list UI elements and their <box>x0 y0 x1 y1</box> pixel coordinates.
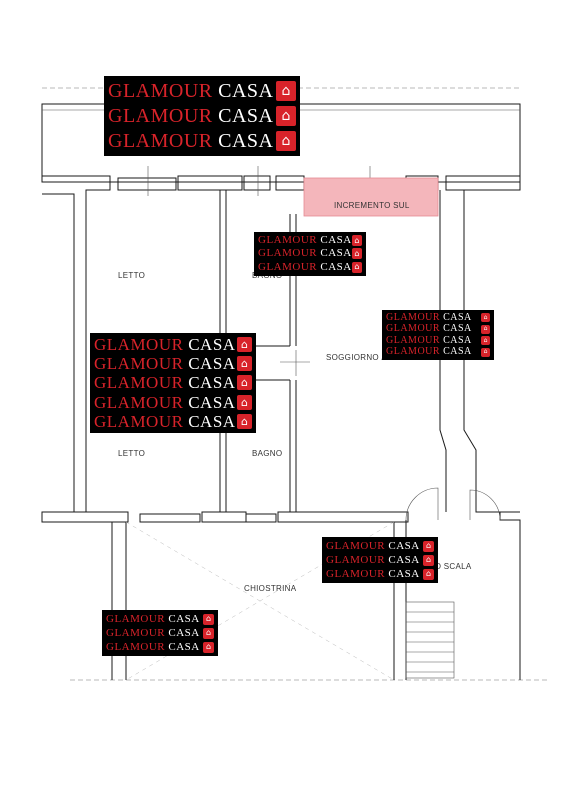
watermark-brand: GLAMOUR CASA <box>106 626 200 639</box>
house-icon: ⌂ <box>423 540 434 552</box>
watermark-brand: GLAMOUR CASA <box>108 104 274 127</box>
room-label-soggiorno: SOGGIORNO / PRANZO <box>326 353 422 362</box>
watermark-row: GLAMOUR CASA ⌂ <box>386 347 490 359</box>
wall-block-bottom-2 <box>277 511 409 523</box>
watermark-right: GLAMOUR CASA⌂GLAMOUR CASA⌂GLAMOUR CASA⌂G… <box>382 310 494 360</box>
watermark-center-top: GLAMOUR CASA⌂GLAMOUR CASA⌂GLAMOUR CASA⌂ <box>254 232 366 276</box>
house-icon: ⌂ <box>203 627 214 639</box>
watermark-bottom-left: GLAMOUR CASA⌂GLAMOUR CASA⌂GLAMOUR CASA⌂ <box>102 610 218 656</box>
watermark-brand: GLAMOUR CASA <box>258 260 352 273</box>
watermark-brand: GLAMOUR CASA <box>94 335 236 355</box>
watermark-brand: GLAMOUR CASA <box>326 567 420 580</box>
watermark-row: GLAMOUR CASA⌂ <box>326 567 434 581</box>
house-icon: ⌂ <box>276 105 296 126</box>
house-icon: ⌂ <box>276 80 296 101</box>
watermark-row: GLAMOUR CASA⌂ <box>106 640 214 654</box>
wall-block-3 <box>275 175 305 191</box>
watermark-row: GLAMOUR CASA⌂ <box>94 354 252 373</box>
watermark-brand: GLAMOUR CASA <box>108 79 274 102</box>
house-icon: ⌂ <box>351 248 362 260</box>
window-bottom-1 <box>139 513 201 523</box>
house-icon: ⌂ <box>203 641 214 653</box>
watermark-brand: GLAMOUR CASA <box>106 612 200 625</box>
window-top-1 <box>117 177 177 191</box>
watermark-row: GLAMOUR CASA⌂ <box>326 553 434 567</box>
watermark-row: GLAMOUR CASA⌂ <box>258 234 362 247</box>
watermark-brand: GLAMOUR CASA <box>258 234 352 247</box>
watermark-row: GLAMOUR CASA⌂ <box>106 626 214 640</box>
room-label-letto-top: LETTO <box>118 271 145 280</box>
watermark-brand: GLAMOUR CASA <box>106 640 200 653</box>
house-icon: ⌂ <box>276 131 296 152</box>
house-icon: ⌂ <box>237 337 252 353</box>
wall-block-5 <box>445 175 521 191</box>
watermark-row: GLAMOUR CASA⌂ <box>106 612 214 626</box>
watermark-row: GLAMOUR CASA ⌂ <box>386 335 490 347</box>
watermark-brand: GLAMOUR CASA <box>94 411 236 431</box>
watermark-brand: GLAMOUR CASA <box>108 130 274 153</box>
watermark-brand: GLAMOUR CASA <box>386 346 472 358</box>
house-icon: ⌂ <box>481 324 490 334</box>
stair-block <box>405 601 455 679</box>
watermark-row: GLAMOUR CASA⌂ <box>326 539 434 553</box>
watermark-brand: GLAMOUR CASA <box>94 392 236 412</box>
room-label-letto-bottom: LETTO <box>118 449 145 458</box>
watermark-brand: GLAMOUR CASA <box>94 373 236 393</box>
house-icon: ⌂ <box>203 613 214 625</box>
house-icon: ⌂ <box>481 336 490 346</box>
wall-block-2 <box>243 175 271 191</box>
right-wall-small <box>499 512 521 680</box>
room-label-chiostrina: CHIOSTRINA <box>244 584 297 593</box>
watermark-row: GLAMOUR CASA ⌂ <box>386 324 490 336</box>
house-icon: ⌂ <box>237 375 252 391</box>
room-label-incremento: INCREMENTO SUL <box>334 201 410 210</box>
house-icon: ⌂ <box>237 356 252 372</box>
perimeter-wall-inner <box>42 193 75 512</box>
watermark-row: GLAMOUR CASA⌂ <box>94 412 252 431</box>
watermark-row: GLAMOUR CASA⌂ <box>258 247 362 260</box>
house-icon: ⌂ <box>423 554 434 566</box>
watermark-brand: GLAMOUR CASA <box>326 553 420 566</box>
wall-block-bottom-1 <box>201 511 247 523</box>
watermark-row: GLAMOUR CASA⌂ <box>94 393 252 412</box>
watermark-brand: GLAMOUR CASA <box>326 539 420 552</box>
window-bottom-2 <box>245 513 277 523</box>
watermark-row: GLAMOUR CASA⌂ <box>94 373 252 392</box>
watermark-brand: GLAMOUR CASA <box>258 247 352 260</box>
watermark-row: GLAMOUR CASA⌂ <box>108 103 296 128</box>
stair-steps <box>406 611 454 673</box>
watermark-row: GLAMOUR CASA⌂ <box>108 78 296 103</box>
watermark-brand: GLAMOUR CASA <box>94 354 236 374</box>
watermark-left-large: GLAMOUR CASA⌂GLAMOUR CASA⌂GLAMOUR CASA⌂G… <box>90 333 256 433</box>
watermark-brand: GLAMOUR CASA <box>386 311 472 323</box>
house-icon: ⌂ <box>423 568 434 580</box>
watermark-top: GLAMOUR CASA⌂GLAMOUR CASA⌂GLAMOUR CASA⌂ <box>104 76 300 156</box>
house-icon: ⌂ <box>237 413 252 429</box>
house-icon: ⌂ <box>351 261 362 273</box>
watermark-row: GLAMOUR CASA⌂ <box>108 129 296 154</box>
house-icon: ⌂ <box>237 394 252 410</box>
house-icon: ⌂ <box>351 235 362 247</box>
watermark-row: GLAMOUR CASA⌂ <box>94 335 252 354</box>
watermark-bottom-right: GLAMOUR CASA⌂GLAMOUR CASA⌂GLAMOUR CASA⌂ <box>322 537 438 583</box>
door-arc-left <box>405 487 439 521</box>
bottom-wall-left <box>41 511 129 523</box>
watermark-row: GLAMOUR CASA⌂ <box>258 261 362 274</box>
house-icon: ⌂ <box>481 313 490 323</box>
watermark-brand: GLAMOUR CASA <box>386 323 472 335</box>
house-icon: ⌂ <box>481 347 490 357</box>
wall-block-1 <box>177 175 243 191</box>
incremento-area <box>303 177 439 217</box>
watermark-brand: GLAMOUR CASA <box>386 334 472 346</box>
door-arc-right <box>469 489 501 521</box>
room-label-bagno-bottom: BAGNO <box>252 449 282 458</box>
room-label-scala: VANO SCALA <box>418 562 472 571</box>
watermark-row: GLAMOUR CASA ⌂ <box>386 312 490 324</box>
